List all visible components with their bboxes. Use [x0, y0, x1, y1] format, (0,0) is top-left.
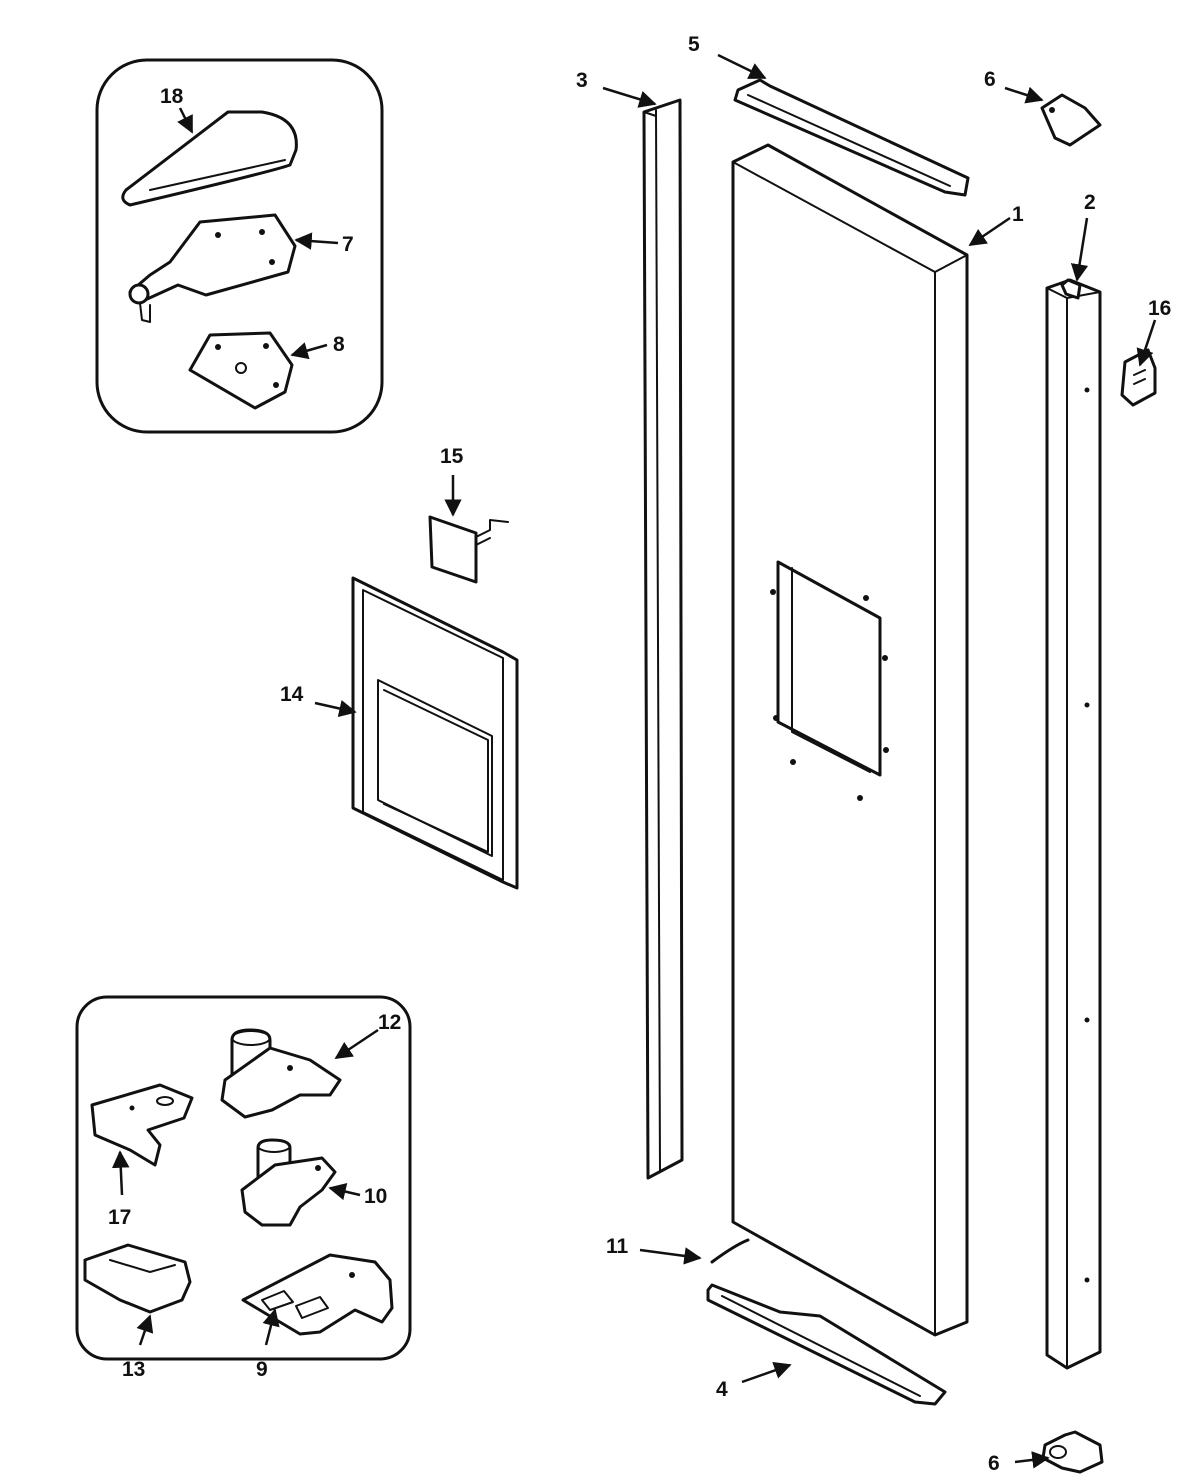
- part-18-hinge-cover: [121, 110, 298, 207]
- callout-1: 1: [1012, 203, 1024, 226]
- part-3-left-trim: [642, 98, 684, 1180]
- callout-8: 8: [333, 333, 345, 356]
- callout-10: 10: [364, 1185, 387, 1208]
- part-9-hinge-bracket: [241, 1253, 394, 1336]
- callout-4: 4: [716, 1378, 728, 1401]
- leader-arrows: [111, 53, 1157, 1469]
- callout-14: 14: [280, 683, 304, 706]
- callout-18: 18: [160, 85, 184, 108]
- part-12-lower-hinge: [220, 1028, 342, 1119]
- part-5-top-trim: [733, 78, 970, 197]
- part-1-door: [731, 143, 969, 1337]
- callout-2: 2: [1084, 191, 1096, 214]
- part-10-hinge-pin: [240, 1138, 337, 1227]
- callout-17: 17: [108, 1206, 131, 1229]
- part-17-bracket: [90, 1083, 194, 1167]
- part-2-right-trim: [1045, 278, 1102, 1370]
- inset-box-bottom: [75, 995, 412, 1361]
- part-13-hinge-cover: [83, 1243, 192, 1314]
- callout-15: 15: [440, 445, 464, 468]
- callout-6-top: 6: [984, 68, 996, 91]
- inset-box-top: [95, 58, 384, 434]
- callout-11: 11: [606, 1235, 629, 1258]
- part-6-top-cap: [1040, 93, 1102, 147]
- callout-6-bottom: 6: [988, 1452, 1000, 1475]
- callout-labels: 18 7 8 15 14 3 5 6 1 2 16 12 17 10 13 9 …: [108, 33, 1171, 1475]
- callout-3: 3: [576, 69, 588, 92]
- part-6-bottom-cap: [1041, 1430, 1104, 1474]
- part-15-light-switch: [428, 515, 509, 584]
- callout-13: 13: [122, 1358, 145, 1381]
- part-4-bottom-trim: [706, 1283, 947, 1406]
- part-14-dispenser-panel: [351, 576, 519, 890]
- callout-9: 9: [256, 1358, 268, 1381]
- part-16-hinge-clip: [1120, 348, 1157, 407]
- part-8-hinge-shim: [188, 331, 294, 410]
- callout-16: 16: [1148, 297, 1171, 320]
- callout-12: 12: [378, 1011, 401, 1034]
- part-7-upper-hinge: [128, 213, 297, 323]
- callout-5: 5: [688, 33, 700, 56]
- part-11-seal: [710, 1238, 750, 1264]
- callout-7: 7: [342, 233, 354, 256]
